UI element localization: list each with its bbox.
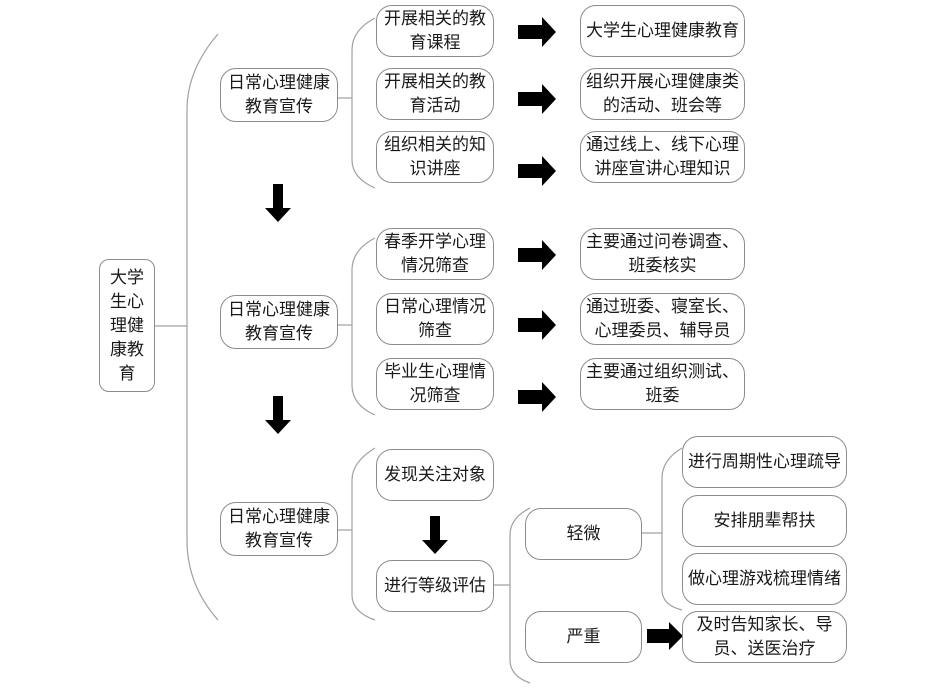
root-line: 育 (118, 363, 136, 384)
action-line: 育活动 (409, 96, 461, 116)
measure-label: 做心理游戏梳理情绪 (688, 569, 841, 589)
down-arrow-icon (265, 184, 291, 222)
stage-label-line: 日常心理健康 (228, 300, 330, 320)
right-arrow-icon (518, 382, 556, 412)
root-node: 大学 生心 理健 康教 育 (99, 259, 155, 392)
right-arrow-icon (518, 310, 556, 340)
root-line: 理健 (110, 315, 144, 336)
main-bracket (186, 33, 219, 621)
level-severe: 严重 (525, 611, 642, 663)
stage2-bracket (351, 237, 376, 416)
action-line: 育课程 (409, 33, 461, 53)
level-label: 轻微 (566, 524, 601, 544)
action-line: 开展相关的教 (384, 72, 486, 92)
result-line: 通过班委、寝室长、 (586, 297, 739, 317)
stage3-node: 日常心理健康 教育宣传 (220, 502, 338, 556)
stage1-action-1: 开展相关的教 育课程 (376, 5, 494, 57)
right-arrow-icon (518, 156, 556, 186)
result-line: 的活动、班会等 (603, 96, 722, 116)
measure-label: 安排朋辈帮扶 (713, 511, 816, 531)
root-line: 生心 (110, 291, 144, 312)
stage2-action-1: 春季开学心理 情况筛查 (376, 228, 494, 280)
mild-measure-3: 做心理游戏梳理情绪 (682, 553, 847, 605)
stage2-node: 日常心理健康 教育宣传 (220, 295, 338, 349)
step-level-assessment: 进行等级评估 (376, 560, 494, 612)
right-arrow-icon (647, 622, 683, 650)
right-arrow-icon (518, 17, 556, 47)
stage-label-line: 教育宣传 (245, 97, 313, 117)
stage1-action-3: 组织相关的知 识讲座 (376, 131, 494, 183)
stage2-action-3: 毕业生心理情 况筛查 (376, 358, 494, 410)
measure-line: 及时告知家长、导 (696, 615, 833, 635)
result-line: 主要通过问卷调查、 (586, 232, 739, 252)
stage2-result-1: 主要通过问卷调查、 班委核实 (580, 228, 745, 280)
step-label: 发现关注对象 (384, 465, 486, 485)
stage1-action-2: 开展相关的教 育活动 (376, 68, 494, 120)
result-line: 通过线上、线下心理 (586, 135, 739, 155)
root-line: 康教 (110, 339, 144, 360)
result-line: 组织开展心理健康类 (586, 72, 739, 92)
measure-label: 进行周期性心理疏导 (688, 452, 841, 472)
stage-label-line: 教育宣传 (245, 324, 313, 344)
severe-measure: 及时告知家长、导 员、送医治疗 (682, 611, 847, 663)
mild-measure-1: 进行周期性心理疏导 (682, 436, 847, 488)
stage-label-line: 教育宣传 (245, 531, 313, 551)
mild-bracket (661, 447, 683, 611)
stage3-bracket (351, 447, 376, 621)
action-line: 开展相关的教 (384, 9, 486, 29)
action-line: 筛查 (418, 321, 452, 341)
action-line: 毕业生心理情 (384, 362, 486, 382)
down-arrow-icon (265, 396, 291, 434)
down-arrow-icon (422, 516, 448, 554)
action-line: 春季开学心理 (384, 232, 486, 252)
action-line: 况筛查 (409, 386, 461, 406)
result-line: 班委核实 (628, 256, 697, 276)
right-arrow-icon (518, 84, 556, 114)
stage1-result-1: 大学生心理健康教育 (580, 5, 745, 57)
stage1-result-3: 通过线上、线下心理 讲座宣讲心理知识 (580, 131, 745, 183)
stage2-result-3: 主要通过组织测试、 班委 (580, 358, 745, 410)
action-line: 日常心理情况 (384, 297, 486, 317)
level-label: 严重 (566, 627, 601, 647)
level-mild: 轻微 (525, 508, 642, 560)
right-arrow-icon (518, 240, 556, 270)
stage2-result-2: 通过班委、寝室长、 心理委员、辅导员 (580, 293, 745, 345)
stage1-node: 日常心理健康 教育宣传 (220, 68, 338, 122)
action-line: 组织相关的知 (384, 135, 486, 155)
level-bracket (509, 507, 531, 684)
stage1-bracket (351, 17, 376, 189)
result-line: 班委 (645, 386, 680, 406)
result-line: 主要通过组织测试、 (586, 362, 739, 382)
stage2-action-2: 日常心理情况 筛查 (376, 293, 494, 345)
result-line: 心理委员、辅导员 (594, 321, 731, 341)
action-line: 识讲座 (409, 159, 461, 179)
mild-measure-2: 安排朋辈帮扶 (682, 495, 847, 547)
measure-line: 员、送医治疗 (713, 639, 816, 659)
root-line: 大学 (110, 267, 144, 288)
stage-label-line: 日常心理健康 (228, 73, 330, 93)
step-find-target: 发现关注对象 (376, 449, 494, 501)
result-line: 大学生心理健康教育 (586, 21, 739, 41)
stage-label-line: 日常心理健康 (228, 507, 330, 527)
result-line: 讲座宣讲心理知识 (594, 159, 731, 179)
stage1-result-2: 组织开展心理健康类 的活动、班会等 (580, 68, 745, 120)
step-label: 进行等级评估 (384, 576, 486, 596)
action-line: 情况筛查 (401, 256, 469, 276)
